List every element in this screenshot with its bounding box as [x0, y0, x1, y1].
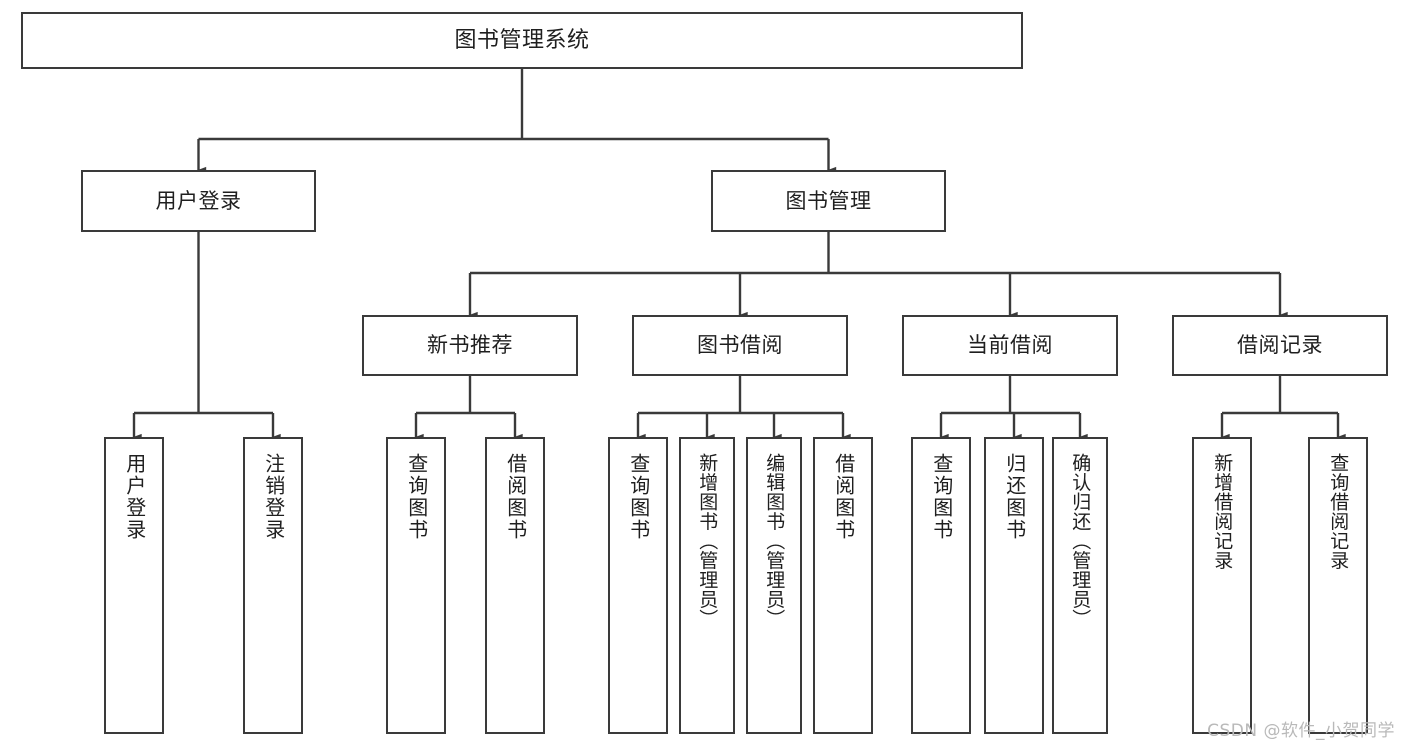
flow-node-current: 当前借阅	[902, 315, 1118, 376]
flow-node-label: 确认归还（管理员）	[1069, 453, 1092, 629]
flow-node-label: 查询图书	[929, 453, 954, 541]
flow-node-label: 新书推荐	[427, 333, 513, 358]
flow-node-label: 查询图书	[626, 453, 651, 541]
flow-node-records: 借阅记录	[1172, 315, 1388, 376]
flow-node-label: 归还图书	[1002, 453, 1027, 541]
flow-node-l4: 借阅图书	[485, 437, 545, 734]
flow-node-l1: 用户登录	[104, 437, 164, 734]
flow-node-label: 借阅图书	[831, 453, 856, 541]
flow-node-l3: 查询图书	[386, 437, 446, 734]
flow-node-label: 查询借阅记录	[1327, 453, 1350, 570]
flow-node-label: 用户登录	[122, 453, 147, 541]
flow-node-newbook: 新书推荐	[362, 315, 578, 376]
flow-node-label: 新增图书（管理员）	[696, 453, 719, 629]
flow-node-label: 图书管理系统	[454, 27, 590, 53]
flow-node-borrow: 图书借阅	[632, 315, 848, 376]
flow-node-l2: 注销登录	[243, 437, 303, 734]
flow-node-l11: 确认归还（管理员）	[1052, 437, 1108, 734]
flow-node-label: 编辑图书（管理员）	[763, 453, 786, 629]
flow-node-l8: 借阅图书	[813, 437, 873, 734]
flow-node-bookmgmt: 图书管理	[711, 170, 946, 232]
flow-node-label: 图书借阅	[697, 333, 783, 358]
csdn-watermark: CSDN @软件_小贺同学	[1207, 721, 1395, 741]
flow-node-l6: 新增图书（管理员）	[679, 437, 735, 734]
flow-node-l9: 查询图书	[911, 437, 971, 734]
flow-node-label: 新增借阅记录	[1211, 453, 1234, 570]
flow-node-label: 注销登录	[261, 453, 286, 541]
flow-node-label: 借阅图书	[503, 453, 528, 541]
flow-node-l12: 新增借阅记录	[1192, 437, 1252, 734]
flow-node-label: 用户登录	[155, 188, 242, 213]
flow-node-label: 图书管理	[785, 188, 872, 213]
flow-node-l5: 查询图书	[608, 437, 668, 734]
flow-node-login: 用户登录	[81, 170, 316, 232]
flow-node-l7: 编辑图书（管理员）	[746, 437, 802, 734]
flow-node-l13: 查询借阅记录	[1308, 437, 1368, 734]
flow-node-label: 当前借阅	[967, 333, 1053, 358]
flow-node-label: 借阅记录	[1237, 333, 1323, 358]
flow-node-label: 查询图书	[404, 453, 429, 541]
flow-node-l10: 归还图书	[984, 437, 1044, 734]
flow-node-root: 图书管理系统	[21, 12, 1023, 69]
